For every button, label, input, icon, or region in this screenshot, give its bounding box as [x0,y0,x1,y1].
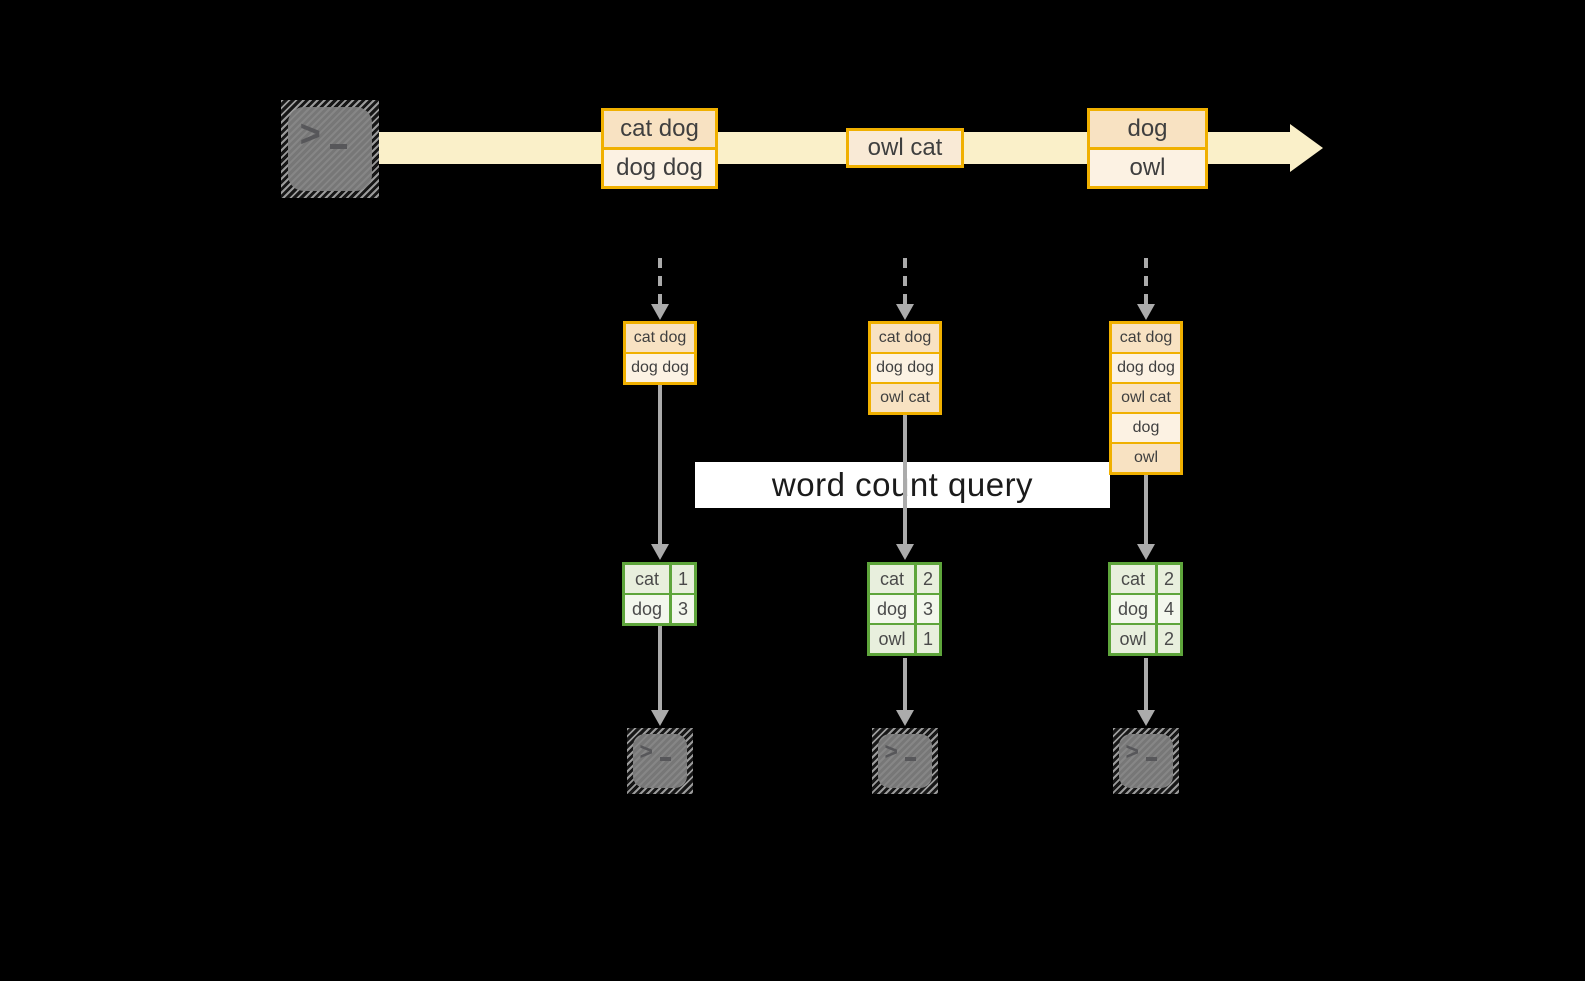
stack-row: dog [1112,412,1180,442]
event-stack-1: cat dog dog dog [623,321,697,385]
stack-row: dog dog [871,352,939,382]
arrowhead-down-icon [896,304,914,320]
stream-arrow-head-icon [1290,124,1323,172]
stack-row: owl cat [1112,382,1180,412]
stack-row: dog dog [1112,352,1180,382]
source-terminal-icon: > [281,100,379,198]
event-stack-2: cat dog dog dog owl cat [868,321,942,415]
terminal-screen: > [633,734,687,788]
terminal-cursor-icon [330,143,347,149]
query-label-text: word count query [771,466,1034,503]
count-cell: 2 [1155,625,1180,653]
count-table-2: cat 2 dog 3 owl 1 [867,562,942,656]
stream-event: owl cat [849,131,961,165]
terminal-cursor-icon [660,756,671,761]
word-cell: cat [1111,565,1155,593]
connector-line [658,385,662,544]
table-row: owl 1 [870,623,939,653]
arrowhead-down-icon [651,544,669,560]
stack-row: dog dog [626,352,694,382]
word-cell: cat [625,565,669,593]
arrowhead-down-icon [1137,710,1155,726]
table-row: cat 2 [1111,565,1180,593]
terminal-prompt-icon: > [884,737,898,765]
connector-line [903,415,907,544]
word-cell: cat [870,565,914,593]
count-cell: 1 [669,565,694,593]
stream-event: cat dog [604,111,715,147]
count-cell: 2 [914,565,939,593]
terminal-screen: > [1119,734,1173,788]
arrowhead-down-icon [651,710,669,726]
stream-batch-2: owl cat [846,128,964,168]
count-table-1: cat 1 dog 3 [622,562,697,626]
count-table-3: cat 2 dog 4 owl 2 [1108,562,1183,656]
table-row: cat 2 [870,565,939,593]
dashed-connector [903,258,907,304]
connector-line [658,626,662,710]
connector-line [1144,475,1148,544]
stack-row: owl [1112,442,1180,472]
stream-batch-1: cat dog dog dog [601,108,718,189]
count-cell: 4 [1155,595,1180,623]
arrowhead-down-icon [896,710,914,726]
stack-row: owl cat [871,382,939,412]
word-cell: dog [1111,595,1155,623]
event-stack-3: cat dog dog dog owl cat dog owl [1109,321,1183,475]
word-cell: dog [870,595,914,623]
table-row: dog 3 [870,593,939,623]
table-row: owl 2 [1111,623,1180,653]
word-cell: dog [625,595,669,623]
stack-row: cat dog [626,324,694,352]
connector-line [1144,658,1148,710]
terminal-prompt-icon: > [1125,737,1139,765]
dashed-connector [1144,258,1148,304]
terminal-cursor-icon [1146,756,1157,761]
count-cell: 3 [914,595,939,623]
output-terminal-icon: > [1113,728,1179,794]
arrowhead-down-icon [651,304,669,320]
output-terminal-icon: > [872,728,938,794]
stack-row: cat dog [1112,324,1180,352]
word-cell: owl [870,625,914,653]
terminal-screen: > [878,734,932,788]
dashed-connector [658,258,662,304]
arrowhead-down-icon [1137,304,1155,320]
stream-event: dog [1090,111,1205,147]
terminal-cursor-icon [905,756,916,761]
count-cell: 3 [669,595,694,623]
arrowhead-down-icon [896,544,914,560]
count-cell: 1 [914,625,939,653]
word-cell: owl [1111,625,1155,653]
output-terminal-icon: > [627,728,693,794]
table-row: dog 3 [625,593,694,623]
terminal-screen: > [288,107,372,191]
stream-event: owl [1090,147,1205,186]
stream-event: dog dog [604,147,715,186]
count-cell: 2 [1155,565,1180,593]
arrowhead-down-icon [1137,544,1155,560]
table-row: dog 4 [1111,593,1180,623]
terminal-prompt-icon: > [299,112,321,156]
stream-batch-3: dog owl [1087,108,1208,189]
connector-line [903,658,907,710]
stack-row: cat dog [871,324,939,352]
terminal-prompt-icon: > [639,737,653,765]
query-label: word count query [695,462,1110,508]
table-row: cat 1 [625,565,694,593]
